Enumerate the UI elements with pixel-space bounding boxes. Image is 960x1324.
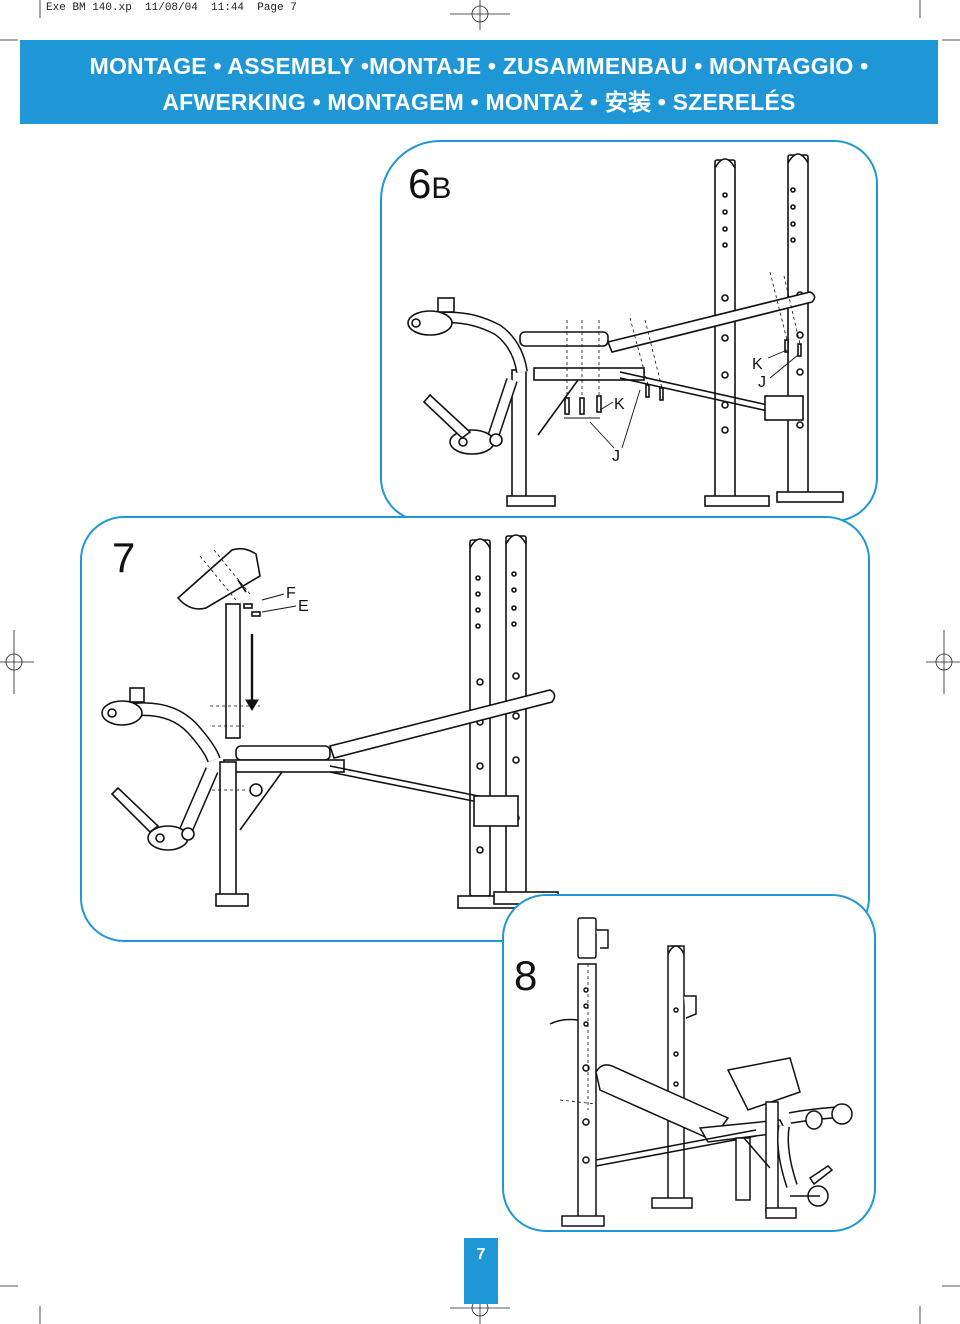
label-j-seat: J: [612, 448, 620, 465]
label-k-seat: K: [614, 396, 625, 413]
label-j-upright: J: [758, 374, 766, 391]
label-k-upright: K: [752, 356, 763, 373]
label-e: E: [298, 598, 309, 615]
step-7-number: 7: [112, 534, 136, 581]
step-8-number: 8: [514, 952, 538, 999]
title-line-1: MONTAGE • ASSEMBLY •MONTAJE • ZUSAMMENBA…: [89, 53, 869, 79]
step-6-digit: 6: [408, 160, 432, 207]
print-slug: Exe BM 140.xp 11/08/04 11:44 Page 7: [46, 2, 297, 14]
page-number-badge: 7: [464, 1238, 498, 1304]
label-f: F: [286, 585, 296, 602]
title-line-2: AFWERKING • MONTAGEM • MONTAŻ • 安装 • SZE…: [162, 89, 796, 115]
step-6-sub-letter: B: [431, 172, 452, 205]
assembly-title-banner: MONTAGE • ASSEMBLY •MONTAJE • ZUSAMMENBA…: [20, 40, 938, 124]
step-6b-number: 6B: [408, 160, 451, 208]
